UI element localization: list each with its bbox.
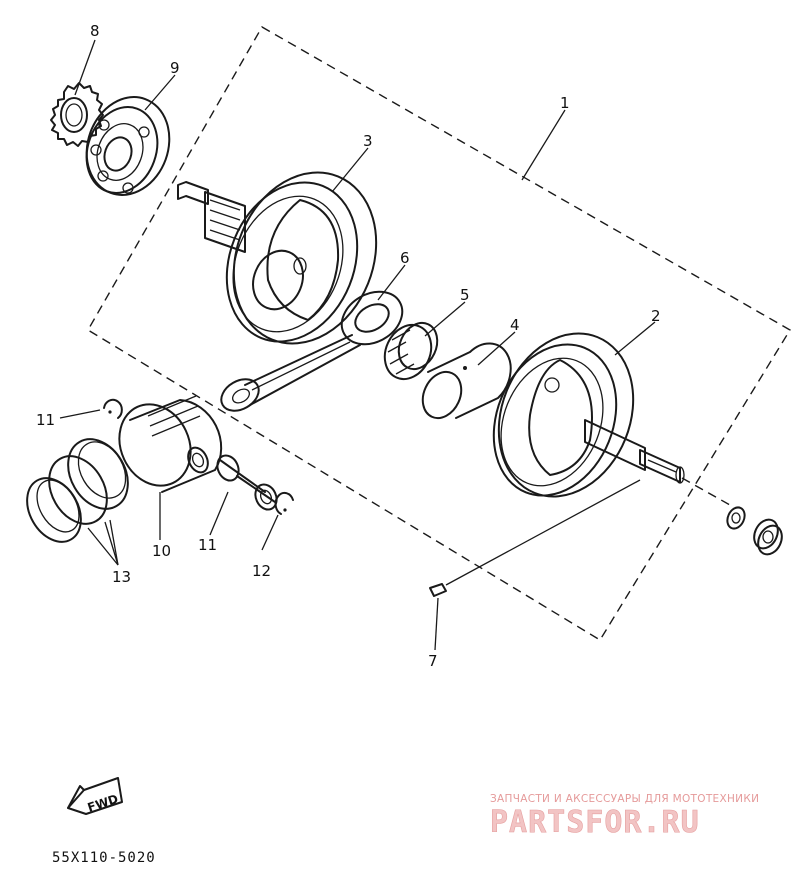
callout-4: 4 [510,316,520,334]
assembly-boundary [87,26,791,641]
bearing-part [85,96,171,196]
right-crank-wheel-part [492,332,685,498]
fwd-label: FWD [86,792,120,815]
connecting-rod-part [220,290,404,412]
drawing-code: 55X110-5020 [52,850,156,866]
watermark-tagline: ЗАПЧАСТИ И АКСЕССУАРЫ ДЛЯ МОТОТЕХНИКИ [490,793,759,805]
callout-7: 7 [428,652,438,670]
callout-6: 6 [400,249,410,267]
sprocket-part [50,82,104,147]
piston-part [118,395,223,493]
piston-rings-part [26,438,129,543]
callout-12-lower: 12 [252,562,271,580]
leader-lines [59,39,656,651]
watermark-brand: PARTSFOR.RU [490,805,700,840]
callout-5: 5 [460,286,470,304]
callout-11: 11 [198,536,217,554]
callout-10: 10 [152,542,171,560]
circlip-part [103,398,123,419]
needle-bearing-part [383,321,439,381]
callout-3: 3 [363,132,373,150]
circlip-part [274,491,294,515]
callout-13: 13 [112,568,131,586]
callout-1: 1 [560,94,570,112]
shaft-nut-part [681,477,783,556]
piston-pin-part [216,454,278,511]
callout-2: 2 [651,307,661,325]
callout-9: 9 [170,59,180,77]
callout-12-upper: 11 [36,411,55,429]
callout-8: 8 [90,22,100,40]
fwd-arrow-icon: FWD [67,777,123,815]
left-crank-wheel-part [177,171,378,345]
key-part [429,479,641,597]
